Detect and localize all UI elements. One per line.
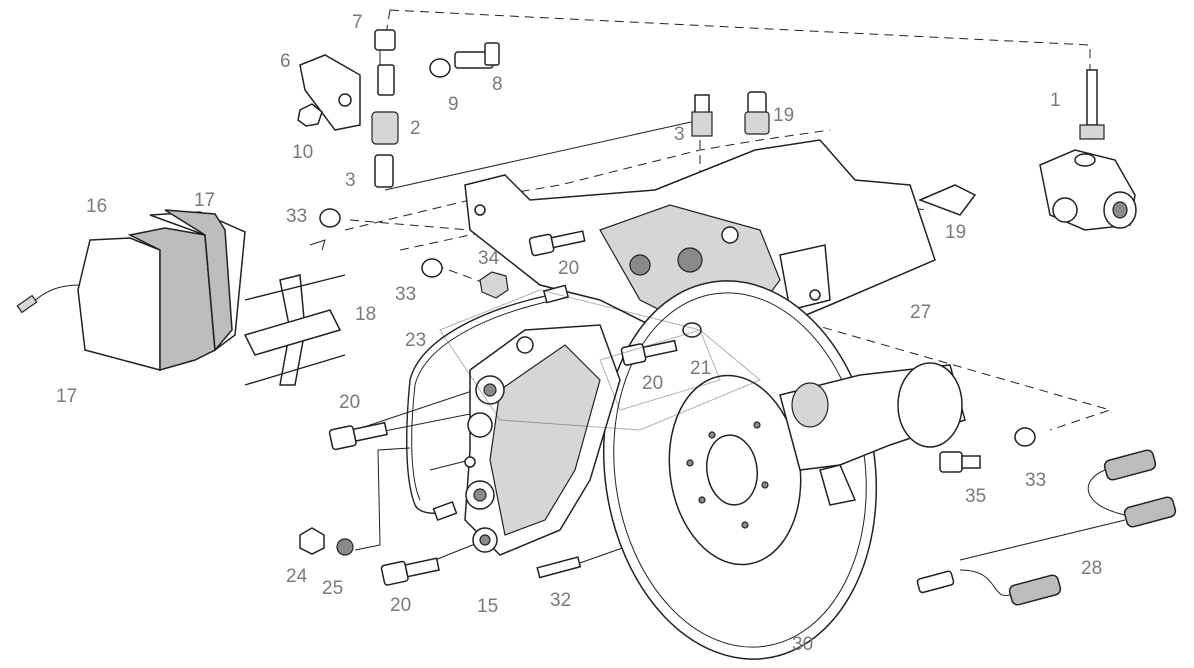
label-10: 10 [292, 142, 313, 163]
label-18: 18 [355, 304, 376, 325]
label-27: 27 [910, 302, 931, 323]
label-3: 3 [674, 124, 685, 145]
upper-fitting-group [297, 29, 500, 188]
label-34: 34 [478, 248, 500, 269]
label-15: 15 [477, 596, 498, 617]
label-17: 17 [194, 190, 215, 211]
label-33: 33 [395, 284, 416, 305]
label-23: 23 [405, 330, 426, 351]
washers-and-nuts [299, 208, 1036, 556]
pad-spring-and-pins [243, 239, 346, 386]
label-21: 21 [690, 358, 711, 379]
label-8: 8 [492, 74, 503, 95]
label-25: 25 [322, 578, 343, 599]
label-19: 19 [773, 105, 794, 126]
label-20: 20 [390, 595, 411, 616]
label-35: 35 [965, 486, 986, 507]
label-20: 20 [558, 258, 579, 279]
bolts [328, 230, 981, 586]
label-9: 9 [448, 94, 459, 115]
callout-labels: 1 2 3 3 6 7 8 9 10 15 16 17 17 18 19 19 … [56, 12, 1102, 655]
label-6: 6 [280, 51, 291, 72]
label-3: 3 [345, 170, 356, 191]
label-24: 24 [286, 566, 308, 587]
brake-pipe [406, 284, 570, 522]
bleeder-screws [691, 91, 977, 216]
label-28: 28 [1081, 558, 1102, 579]
label-17: 17 [56, 386, 77, 407]
brake-disc [602, 280, 878, 660]
label-30: 30 [792, 634, 813, 655]
label-20: 20 [339, 392, 360, 413]
label-1: 1 [1050, 90, 1061, 111]
brake-pressure-regulator [1039, 69, 1137, 231]
label-32: 32 [550, 590, 571, 611]
wheel-hub [779, 362, 966, 506]
label-2: 2 [410, 118, 421, 139]
label-19: 19 [945, 222, 966, 243]
caliper-bracket [464, 139, 936, 331]
brake-pads [16, 209, 246, 371]
label-33: 33 [1025, 470, 1046, 491]
label-20: 20 [642, 373, 663, 394]
watermark [439, 289, 761, 431]
label-33: 33 [286, 206, 307, 227]
brake-caliper [464, 324, 621, 556]
wear-sensor [916, 449, 1177, 606]
label-16: 16 [86, 196, 107, 217]
label-7: 7 [352, 12, 363, 33]
